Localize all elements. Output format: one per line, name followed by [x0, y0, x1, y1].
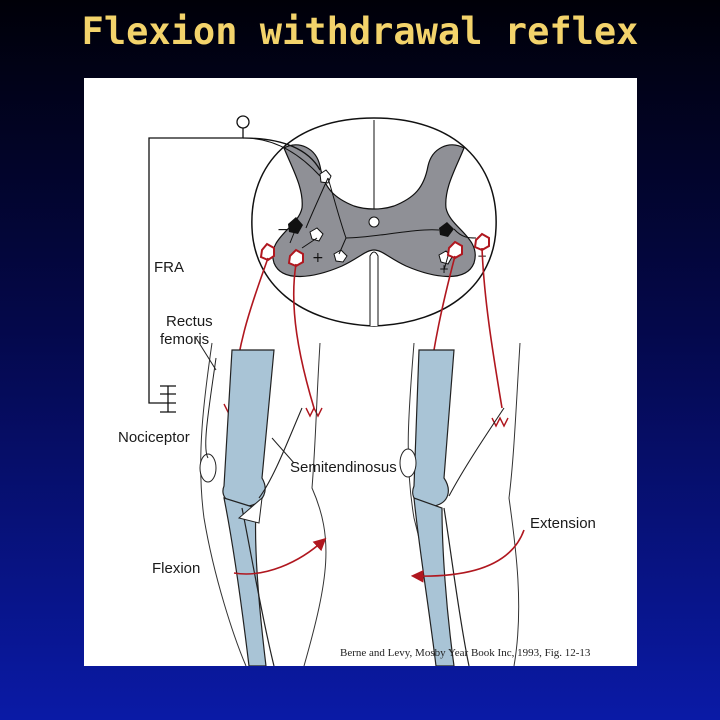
left-leg-skin	[200, 342, 327, 666]
slide-title: Flexion withdrawal reflex	[81, 10, 639, 53]
motor-neuron-extensor-right	[446, 240, 463, 260]
central-canal	[368, 216, 380, 228]
motor-neurons	[259, 232, 490, 268]
motor-neuron-flexor-left	[287, 248, 304, 268]
interneuron-processes	[243, 137, 477, 271]
ventral-fissure	[369, 251, 379, 326]
inhibitory-neuron-left	[288, 217, 303, 234]
label-nociceptor: Nociceptor	[118, 429, 190, 446]
left-femur	[222, 349, 275, 507]
interneuron-2	[309, 227, 324, 242]
minus-sign-left: −	[277, 222, 289, 238]
nerve-to-right-rectus	[481, 247, 503, 409]
reflex-diagram-svg: − + + −	[118, 115, 596, 666]
left-patella	[199, 453, 217, 483]
label-extension: Extension	[530, 515, 596, 532]
left-leg	[199, 342, 327, 666]
motor-neuron-flexor-right	[473, 232, 490, 252]
interneurons	[309, 169, 453, 265]
right-femur	[412, 349, 455, 507]
endplate-4	[491, 416, 509, 428]
inhibitory-neuron-right	[439, 222, 454, 237]
right-fibula	[443, 507, 470, 666]
flexion-arrow	[233, 537, 327, 575]
motor-neuron-extensor-left	[259, 242, 275, 262]
figure-citation: Berne and Levy, Mosby Year Book Inc, 199…	[340, 647, 591, 659]
label-rectus-femoris-line2: femoris	[160, 331, 209, 348]
dorsal-root-ganglion	[236, 115, 250, 129]
label-leaders	[195, 337, 295, 464]
left-semitendinosus-tendon	[258, 407, 303, 499]
plus-sign-left: +	[312, 250, 324, 266]
label-rectus-femoris-line1: Rectus	[166, 313, 213, 330]
left-tibia	[223, 497, 267, 666]
label-flexion: Flexion	[152, 560, 200, 577]
inhibitory-interneurons	[288, 217, 454, 237]
afferent-fiber	[148, 128, 244, 404]
reflex-diagram: − + + −	[84, 78, 637, 666]
endplate-2	[305, 406, 323, 418]
left-semitendinosus-insertion	[237, 496, 263, 524]
nerve-to-semitendinosus	[292, 263, 315, 409]
right-tibia	[413, 497, 455, 666]
label-fra: FRA	[154, 259, 184, 276]
afferent-pathway	[148, 115, 321, 404]
spinal-cord: − + + −	[243, 117, 497, 327]
left-fibula	[241, 507, 275, 666]
right-patella	[399, 448, 417, 478]
label-semitendinosus: Semitendinosus	[290, 459, 397, 476]
nociceptor-endings	[160, 385, 176, 413]
right-semitendinosus-tendon	[448, 407, 505, 497]
plus-sign-right: +	[439, 262, 449, 276]
extension-arrow	[410, 529, 525, 583]
left-rectus-femoris	[205, 357, 217, 459]
interneuron-3	[333, 249, 348, 263]
gray-matter	[272, 144, 476, 278]
right-leg	[399, 342, 525, 666]
afferent-central-branch	[242, 137, 321, 171]
